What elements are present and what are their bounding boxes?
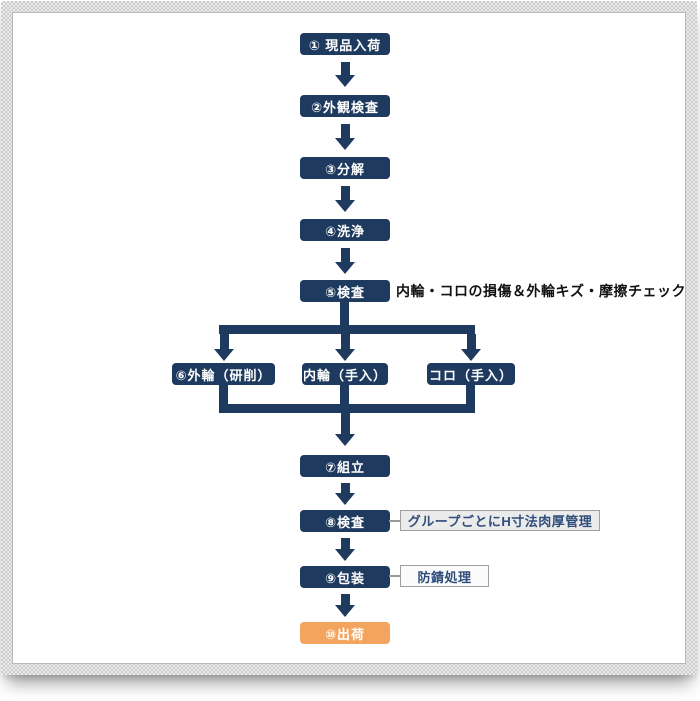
branch-outer-ring-grinding: ⑥外輪（研削）	[172, 363, 275, 385]
step-8-inspection: ⑧検査	[300, 510, 390, 532]
split-stub-center	[340, 302, 349, 325]
split-arrow-right	[461, 334, 481, 361]
step-4-cleaning: ④洗浄	[300, 219, 390, 241]
flow-arrow-3-4	[335, 186, 355, 212]
flow-arrow-2-3	[335, 124, 355, 150]
merge-stub-right	[466, 384, 475, 404]
merge-stub-center	[340, 384, 349, 404]
merge-arrow-down	[335, 413, 355, 446]
note-rust-prevention: 防錆処理	[400, 565, 489, 587]
step-7-assembly: ⑦組立	[300, 455, 390, 477]
note-connector-step9	[389, 575, 400, 577]
step-2-visual-inspection: ②外観検査	[300, 95, 390, 117]
branch-merge-bar	[219, 404, 475, 413]
merge-stub-left	[219, 384, 228, 404]
split-arrow-center	[335, 334, 355, 361]
inspection-check-annotation: 内輪・コロの損傷＆外輪キズ・摩擦チェック	[396, 283, 686, 299]
branch-split-bar	[219, 325, 475, 334]
flow-arrow-8-9	[335, 538, 355, 561]
step-3-disassembly: ③分解	[300, 157, 390, 179]
flow-arrow-9-10	[335, 594, 355, 617]
flow-arrow-1-2	[335, 62, 355, 87]
step-1-arrival: ① 現品入荷	[300, 33, 390, 55]
note-group-thickness: グループごとにH寸法肉厚管理	[400, 510, 600, 531]
step-10-shipping: ⑩出荷	[300, 622, 390, 644]
branch-inner-ring: 内輪（手入）	[302, 363, 388, 385]
branch-roller: コロ（手入）	[427, 363, 515, 385]
split-arrow-left	[214, 334, 234, 361]
step-5-inspection: ⑤検査	[300, 280, 390, 302]
flow-arrow-7-8	[335, 483, 355, 505]
flow-arrow-4-5	[335, 248, 355, 274]
note-connector-step8	[389, 520, 400, 522]
step-9-packaging: ⑨包装	[300, 566, 390, 588]
